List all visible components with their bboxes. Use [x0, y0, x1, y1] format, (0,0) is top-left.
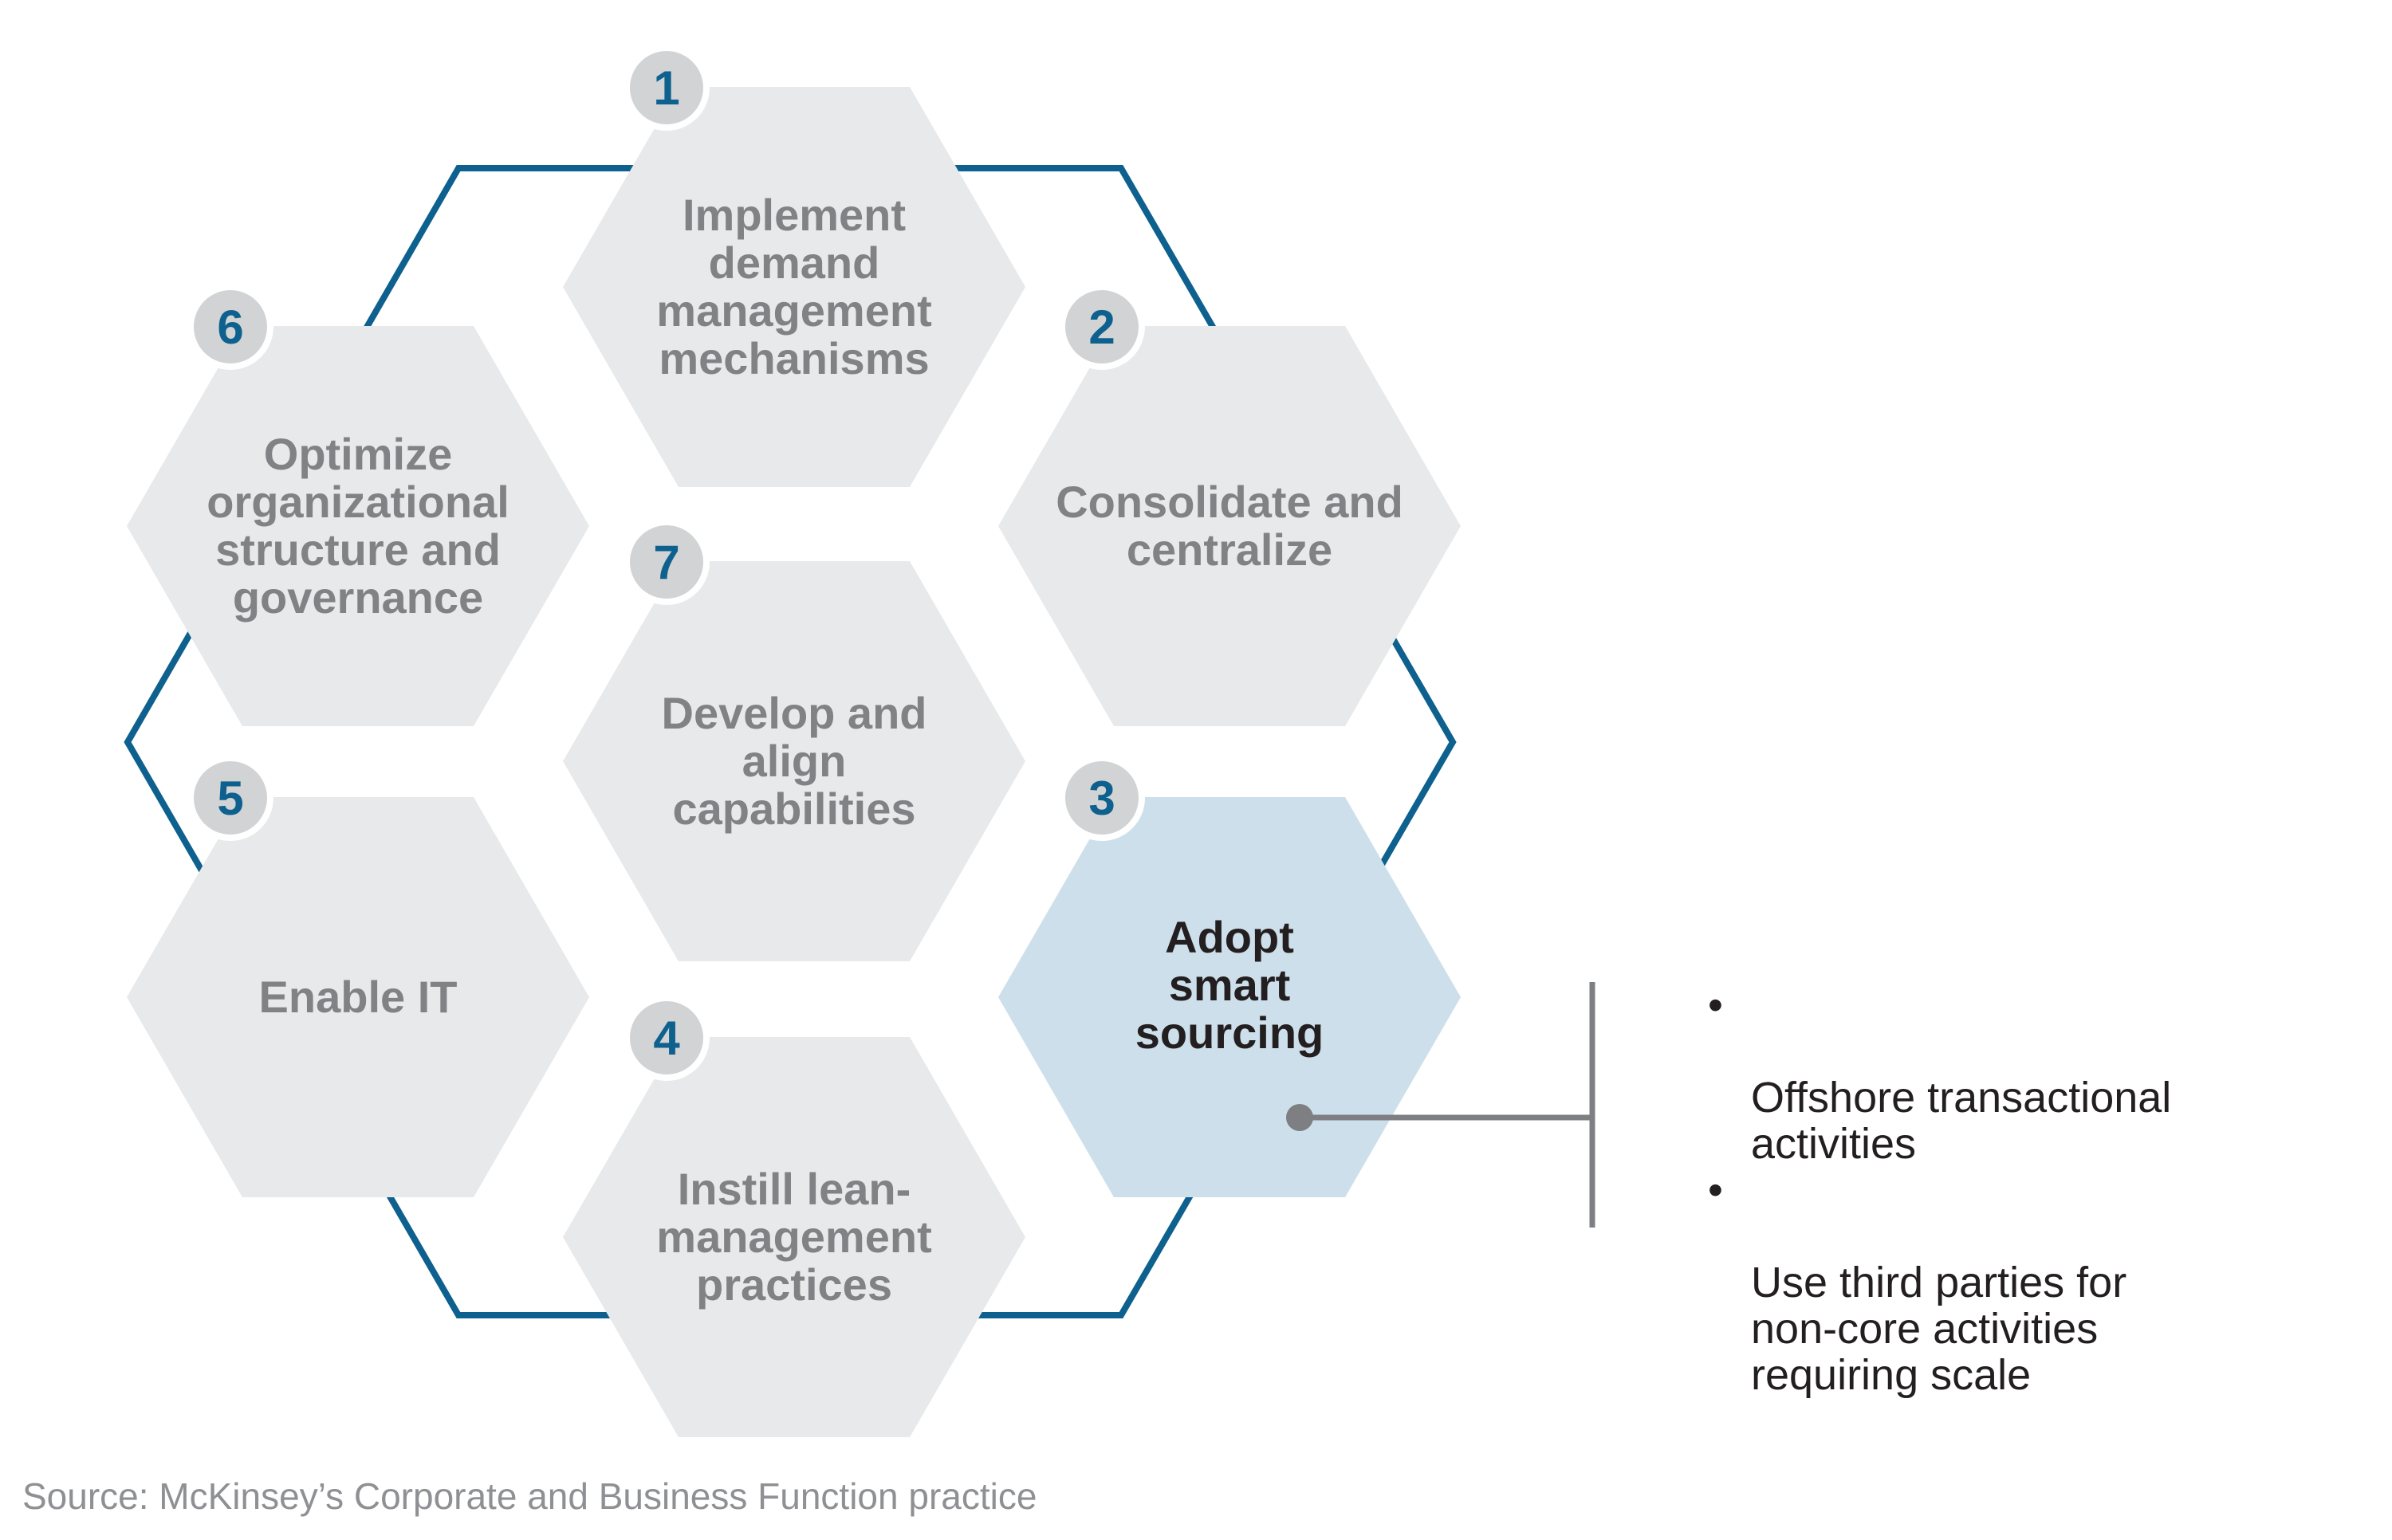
callout-bullet-text: Offshore transactional activities — [1751, 1074, 2172, 1168]
callout-bullet-item: • Use third parties for non-core activit… — [1706, 1167, 2392, 1398]
hexagon-shape-7-center — [563, 561, 1025, 961]
step-number-badge-5: 5 — [187, 755, 273, 841]
step-number-badge-1: 1 — [624, 45, 710, 131]
hexagon-shape-3-highlighted — [998, 797, 1461, 1197]
step-number-badge-3: 3 — [1059, 755, 1145, 841]
callout-bullet-text: Use third parties for non-core activitie… — [1751, 1259, 2127, 1399]
callout-anchor-dot — [1286, 1104, 1313, 1131]
outline-hexagon — [124, 165, 1457, 1318]
step-number-badge-6: 6 — [187, 284, 273, 370]
hexagon-shape-4 — [563, 1037, 1025, 1437]
hexagon-shape-6 — [127, 326, 589, 726]
hexagon-shape-1 — [563, 87, 1025, 487]
source-attribution: Source: McKinsey’s Corporate and Busines… — [22, 1475, 1037, 1517]
step-number-badge-2: 2 — [1059, 284, 1145, 370]
bullet-dot-icon: • — [1708, 1166, 1723, 1214]
bullet-dot-icon: • — [1708, 981, 1723, 1029]
step-number-badge-4: 4 — [624, 995, 710, 1081]
callout-bullet-list: • Offshore transactional activities • Us… — [1706, 982, 2392, 1398]
hexagon-shape-5 — [127, 797, 589, 1197]
step-number-badge-7: 7 — [624, 519, 710, 605]
callout-bullet-item: • Offshore transactional activities — [1706, 982, 2392, 1167]
hexagon-shape-2 — [998, 326, 1461, 726]
